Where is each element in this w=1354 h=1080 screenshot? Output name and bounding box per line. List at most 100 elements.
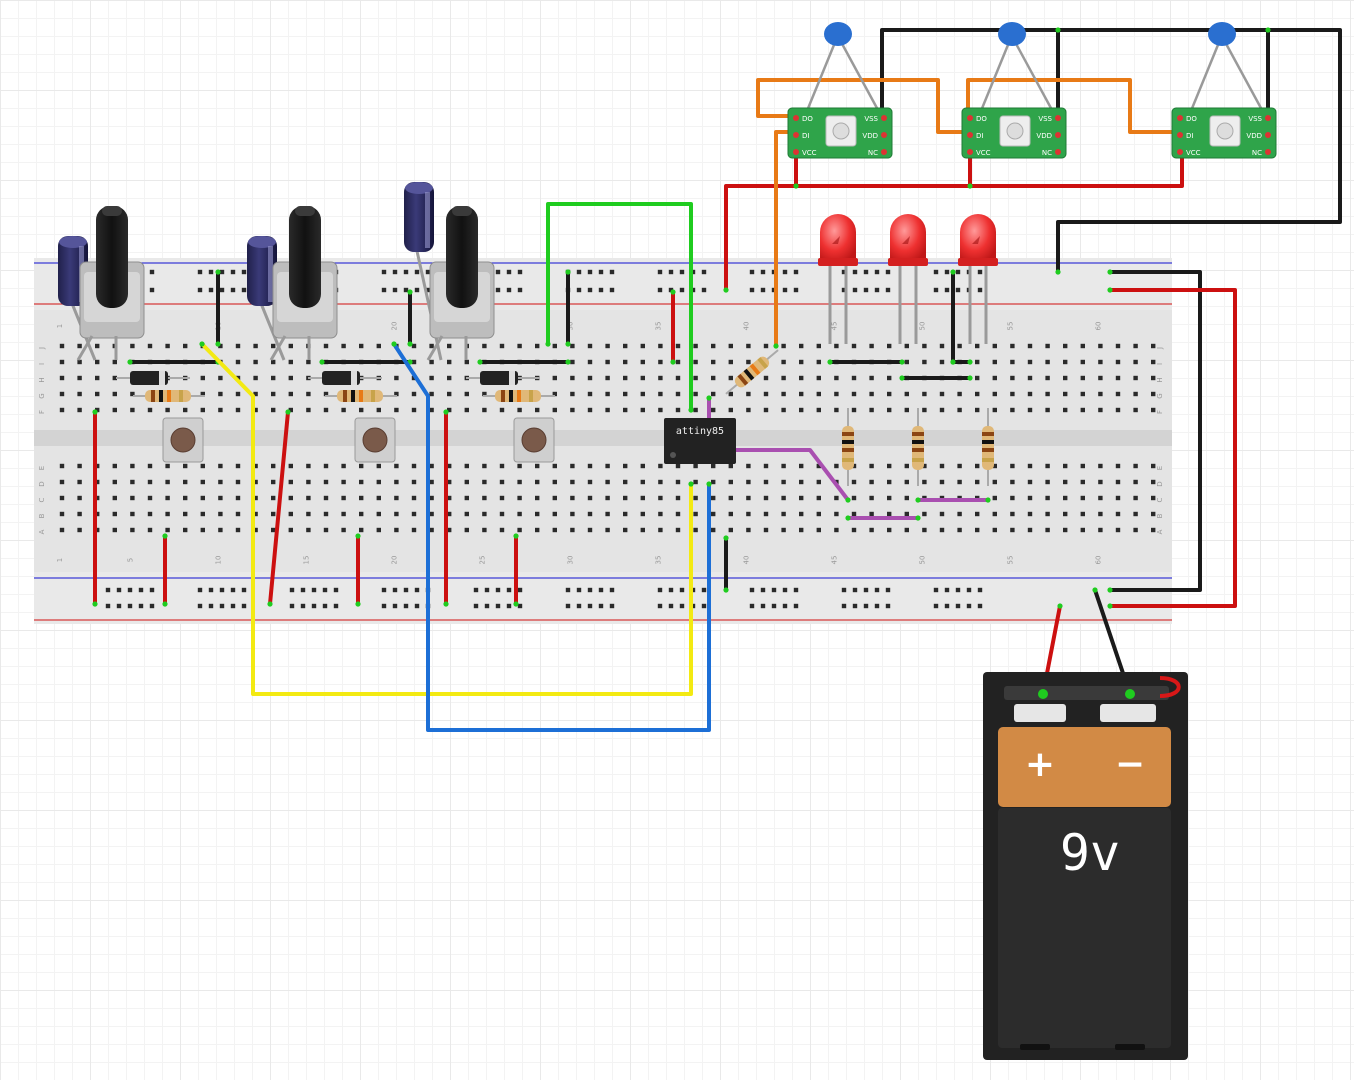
- hole: [517, 463, 522, 469]
- column-number-top: 35: [654, 322, 662, 331]
- hole: [288, 479, 293, 485]
- wire-end: [899, 359, 905, 365]
- hole: [746, 479, 751, 485]
- rail-hole: [587, 287, 593, 293]
- hole: [411, 511, 417, 517]
- hole: [992, 495, 997, 501]
- hole: [834, 375, 839, 381]
- hole: [1151, 375, 1156, 381]
- potentiometers: [58, 182, 495, 361]
- hole: [799, 359, 804, 365]
- module-pin: [793, 149, 799, 155]
- wire-end: [391, 341, 397, 347]
- hole: [517, 495, 522, 501]
- hole: [112, 527, 117, 533]
- breadboard-holes: [59, 269, 1156, 609]
- hole: [271, 479, 276, 485]
- hole: [517, 343, 522, 349]
- wire-end: [899, 375, 905, 381]
- hole: [1063, 495, 1068, 501]
- hole: [59, 463, 65, 469]
- hole: [799, 407, 804, 413]
- rail-hole: [668, 287, 674, 293]
- rail-hole: [782, 603, 788, 609]
- hole: [394, 375, 399, 381]
- resistor-band: [351, 390, 355, 402]
- hole: [147, 343, 153, 349]
- column-number-top: 45: [830, 322, 838, 331]
- hole: [253, 495, 258, 501]
- wire-end: [688, 407, 694, 413]
- hole: [112, 495, 117, 501]
- hole: [499, 495, 505, 501]
- hole: [306, 527, 311, 533]
- diode-2: [308, 371, 382, 385]
- module-pin-label: VDD: [862, 132, 878, 140]
- hole: [499, 407, 505, 413]
- hole: [341, 511, 346, 517]
- battery-9v[interactable]: + − 9v: [983, 672, 1188, 1060]
- hole: [746, 527, 751, 533]
- hole: [200, 407, 205, 413]
- hole: [482, 495, 487, 501]
- hole: [1063, 407, 1068, 413]
- hole: [869, 527, 874, 533]
- module-pin: [881, 115, 887, 121]
- hole: [781, 359, 786, 365]
- hole: [1080, 511, 1085, 517]
- hole: [587, 359, 593, 365]
- hole: [728, 463, 733, 469]
- hole: [271, 407, 276, 413]
- hole: [1115, 527, 1121, 533]
- rail-hole: [208, 269, 214, 275]
- hole: [323, 407, 329, 413]
- hole: [200, 527, 205, 533]
- hole: [1063, 511, 1068, 517]
- hole: [992, 391, 997, 397]
- rail-hole: [885, 287, 891, 293]
- hole: [183, 527, 188, 533]
- hole: [183, 479, 188, 485]
- column-number-bottom: 45: [830, 556, 838, 565]
- hole: [781, 527, 786, 533]
- module-pin: [793, 115, 799, 121]
- hole: [975, 343, 980, 349]
- pot-knob: [289, 206, 321, 308]
- hole: [605, 479, 610, 485]
- hole: [535, 407, 540, 413]
- hole: [323, 495, 329, 501]
- hole: [464, 527, 469, 533]
- hole: [95, 407, 100, 413]
- rail-hole: [197, 587, 203, 593]
- hole: [394, 463, 399, 469]
- wire-end: [723, 535, 729, 541]
- attiny85-chip[interactable]: attiny85: [664, 418, 736, 464]
- hole: [359, 407, 364, 413]
- hole: [411, 391, 417, 397]
- hole: [869, 479, 874, 485]
- battery-terminal-plus: [1014, 704, 1066, 722]
- wire-end: [1092, 587, 1098, 593]
- rail-hole: [609, 603, 615, 609]
- resistor-diagonal: [725, 349, 779, 395]
- hole: [922, 527, 927, 533]
- wire-blue: [392, 342, 711, 732]
- rail-hole: [381, 287, 387, 293]
- rail-hole: [473, 603, 479, 609]
- hole: [1133, 495, 1138, 501]
- pot-knob-top: [452, 206, 472, 216]
- hole: [341, 343, 346, 349]
- hole: [288, 527, 293, 533]
- hole: [218, 527, 223, 533]
- pot-knob: [96, 206, 128, 308]
- wire-red-diagonal: [268, 410, 290, 606]
- hole: [869, 343, 874, 349]
- diode-1: [116, 371, 190, 385]
- hole: [323, 479, 329, 485]
- rail-hole: [197, 269, 203, 275]
- hole: [1080, 391, 1085, 397]
- wire-end: [162, 601, 168, 607]
- hole: [623, 407, 628, 413]
- hole: [200, 479, 205, 485]
- hole: [394, 527, 399, 533]
